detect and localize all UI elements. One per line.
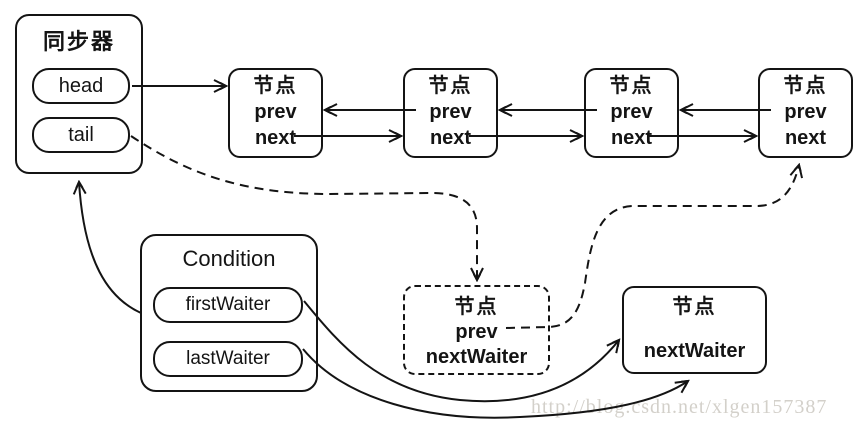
- node-title: 节点: [609, 75, 654, 97]
- head-field: head: [32, 68, 130, 104]
- queue-node-3: 节点 prev next: [584, 68, 679, 158]
- tail-field: tail: [32, 117, 130, 153]
- node-title: 节点: [783, 75, 828, 97]
- prev-field: prev: [429, 101, 472, 123]
- last-waiter-node: 节点 nextWaiter: [622, 286, 767, 374]
- next-waiter-field: nextWaiter: [643, 340, 746, 362]
- synchronizer-title: 同步器: [42, 29, 115, 54]
- condition-owner-arrow: [79, 182, 142, 314]
- next-field: next: [429, 127, 472, 149]
- prev-field: prev: [610, 101, 653, 123]
- prev-field: prev: [784, 101, 827, 123]
- prev-field: prev: [455, 321, 498, 343]
- node-title: 节点: [428, 75, 473, 97]
- next-field: next: [254, 127, 297, 149]
- queue-node-4: 节点 prev next: [758, 68, 853, 158]
- node-title: 节点: [253, 75, 298, 97]
- tail-field-label: tail: [68, 123, 94, 146]
- next-field: next: [610, 127, 653, 149]
- first-waiter-field: firstWaiter: [153, 287, 303, 323]
- queue-node-2: 节点 prev next: [403, 68, 498, 158]
- watermark: http://blog.csdn.net/xlgen157387: [531, 396, 828, 418]
- last-waiter-label: lastWaiter: [186, 348, 270, 369]
- condition-title: Condition: [182, 246, 276, 271]
- next-field: next: [784, 127, 827, 149]
- next-waiter-field: nextWaiter: [425, 346, 528, 368]
- head-field-label: head: [58, 74, 104, 97]
- node-title: 节点: [672, 296, 717, 318]
- queue-node-1: 节点 prev next: [228, 68, 323, 158]
- first-waiter-label: firstWaiter: [185, 294, 271, 315]
- node-title: 节点: [454, 296, 499, 318]
- prev-field: prev: [254, 101, 297, 123]
- condition-waiting-node: 节点 prev nextWaiter: [403, 285, 550, 375]
- last-waiter-field: lastWaiter: [153, 341, 303, 377]
